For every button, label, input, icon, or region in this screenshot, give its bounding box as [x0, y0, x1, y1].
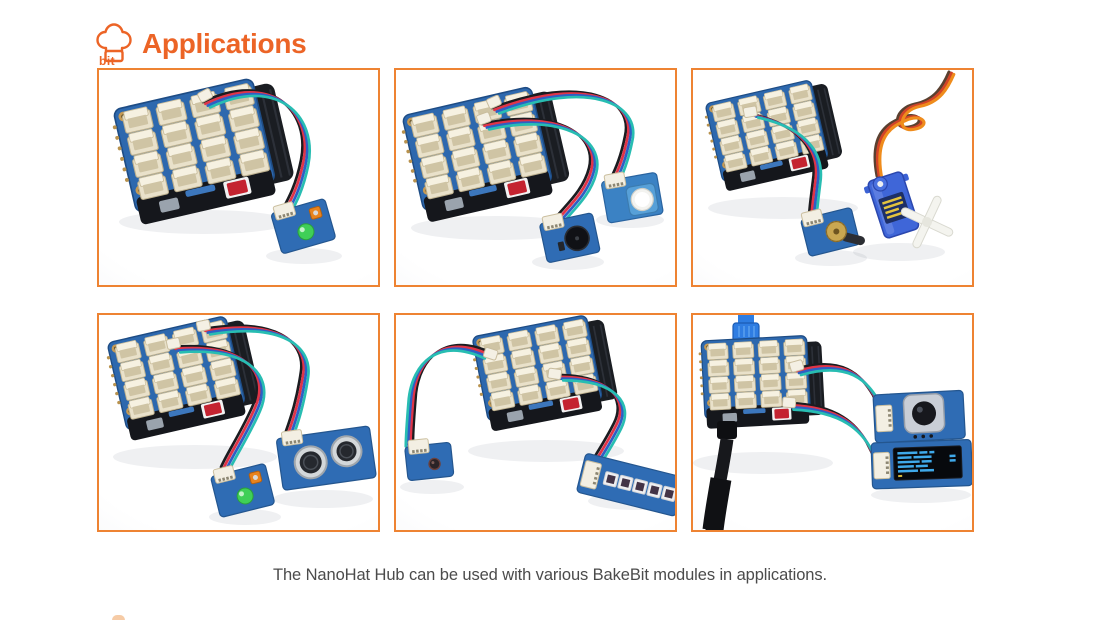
bakebit-chef-hat-logo-icon: bit [96, 23, 132, 66]
hub-light-ledbar-illustration [400, 315, 675, 530]
application-photo-joystick-oled [691, 313, 974, 532]
servo-wires [873, 70, 956, 180]
hub-led-illustration [99, 70, 342, 264]
usb-cable [702, 421, 737, 530]
hub-buzzer-button-illustration [396, 70, 675, 270]
led-module-illustration [269, 193, 336, 255]
nanohat-hub-illustration [398, 82, 573, 224]
oled-module-illustration [871, 440, 972, 489]
logo-bit-text: bit [99, 54, 115, 66]
nanohat-hub-illustration [698, 335, 825, 429]
application-photo-rotary-servo [691, 68, 974, 287]
nanohat-hub-illustration [104, 315, 265, 442]
button-module-illustration [600, 166, 663, 223]
application-photo-led-ultrasonic [97, 313, 380, 532]
light-sensor-module-illustration [404, 436, 454, 481]
caption-text: The NanoHat Hub can be used with various… [272, 565, 827, 584]
joystick-module-illustration [873, 390, 965, 443]
ultrasonic-module-illustration [275, 420, 376, 491]
application-photo-light-ledbar [394, 313, 677, 532]
nanohat-hub-illustration [469, 315, 620, 433]
next-section-icon-partial [112, 615, 125, 620]
nanohat-hub-illustration [702, 76, 845, 192]
hub-joystick-oled-illustration [693, 315, 972, 530]
application-photo-led [97, 68, 380, 287]
hub-led-ultrasonic-illustration [99, 315, 378, 525]
application-photo-buzzer-button [394, 68, 677, 287]
section-header: bit Applications [94, 1, 307, 87]
applications-photo-grid [97, 68, 974, 532]
section-title: Applications [142, 28, 307, 60]
hub-rotary-servo-illustration [693, 70, 965, 266]
